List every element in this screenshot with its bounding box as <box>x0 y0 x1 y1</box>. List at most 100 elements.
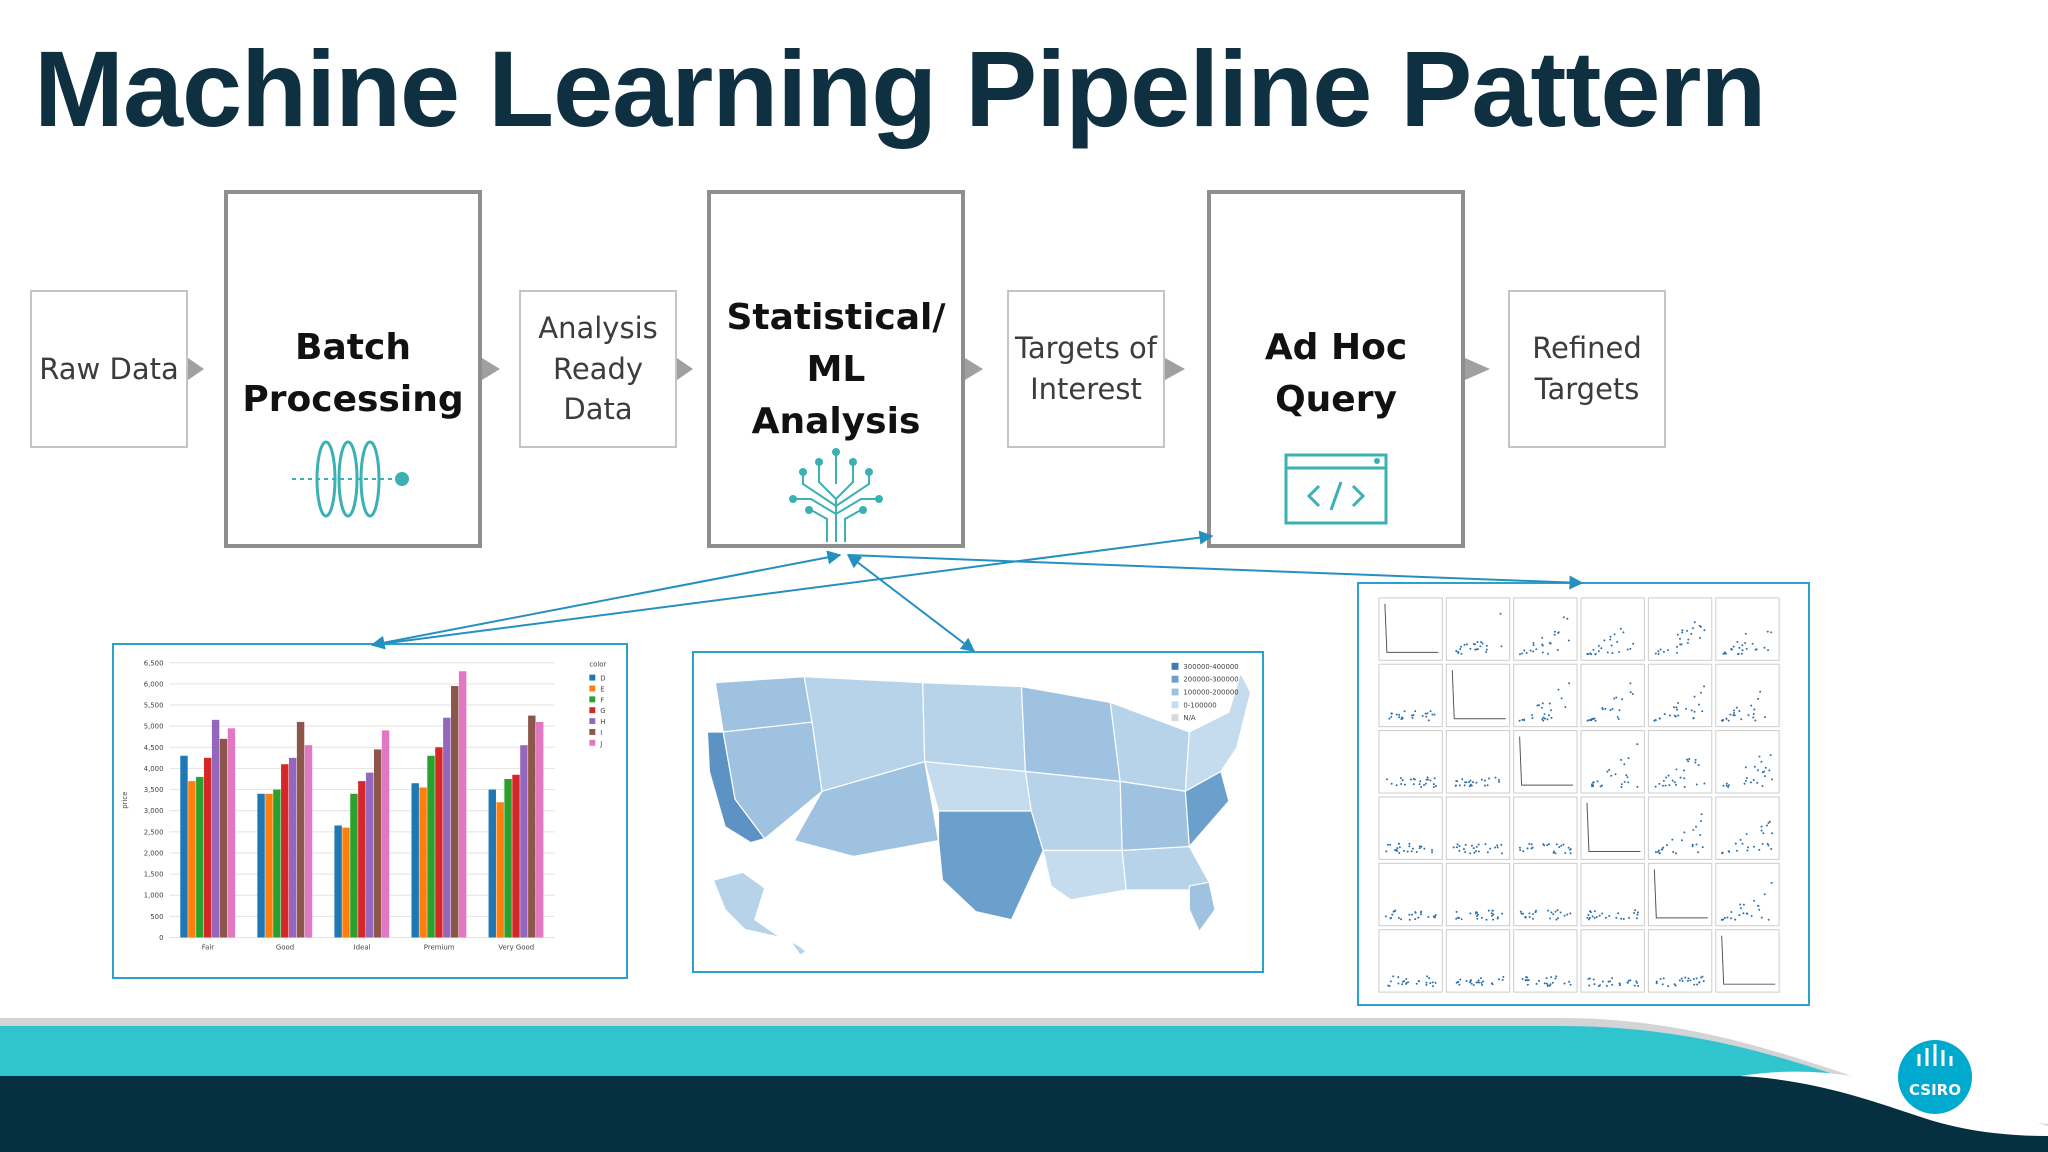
scatter-point <box>1560 844 1563 847</box>
scatter-point <box>1472 643 1475 646</box>
scatter-point <box>1671 779 1674 782</box>
scatter-point <box>1543 717 1546 720</box>
scatter-point <box>1562 616 1565 619</box>
scatter-point <box>1611 652 1614 655</box>
scatter-point <box>1494 776 1497 779</box>
scatter-matrix-chart <box>1378 597 1780 993</box>
bar <box>427 755 435 938</box>
scatter-point <box>1458 917 1461 920</box>
matrix-cell <box>1513 597 1578 661</box>
scatter-point <box>1592 785 1594 788</box>
scatter-point <box>1432 985 1435 988</box>
matrix-cell <box>1647 730 1713 794</box>
price-bar-chart: 05001,0001,5002,0002,5003,0003,5004,0004… <box>121 659 607 951</box>
scatter-point <box>1540 706 1543 709</box>
scatter-point <box>1722 652 1725 655</box>
scatter-point <box>1722 719 1725 721</box>
scatter-point <box>1673 781 1676 784</box>
scatter-point <box>1623 763 1626 766</box>
scatter-point <box>1431 981 1434 984</box>
scatter-point <box>1753 899 1756 902</box>
scatter-point <box>1690 709 1693 712</box>
scatter-point <box>1726 916 1729 919</box>
scatter-point <box>1401 980 1404 983</box>
raw-data-label: Raw Data <box>39 351 179 386</box>
scatter-point <box>1415 851 1418 854</box>
scatter-point <box>1767 649 1770 652</box>
scatter-point <box>1657 650 1660 653</box>
scatter-point <box>1414 918 1417 921</box>
scatter-point <box>1733 709 1736 712</box>
scatter-point <box>1752 779 1755 782</box>
scatter-point <box>1485 651 1488 654</box>
scatter-point <box>1546 984 1549 987</box>
scatter-point <box>1609 638 1612 641</box>
scatter-point <box>1411 716 1414 719</box>
scatter-point <box>1618 709 1621 712</box>
scatter-point <box>1534 911 1537 914</box>
scatter-point <box>1475 915 1478 918</box>
matrix-cell <box>1647 663 1713 728</box>
scatter-point <box>1400 718 1403 721</box>
scatter-point <box>1395 784 1398 787</box>
y-tick-label: 500 <box>150 913 163 921</box>
scatter-point <box>1547 909 1550 912</box>
scatter-point <box>1676 633 1679 636</box>
scatter-point <box>1499 612 1502 615</box>
scatter-point <box>1425 983 1428 986</box>
bar <box>458 671 467 938</box>
scatter-point <box>1425 715 1428 718</box>
scatter-point <box>1566 617 1569 620</box>
y-tick-label: 1,000 <box>144 892 164 900</box>
scatter-point <box>1541 651 1544 654</box>
scatter-point <box>1500 852 1503 855</box>
scatter-point <box>1723 651 1726 654</box>
scatter-point <box>1525 651 1528 654</box>
scatter-point <box>1535 909 1538 912</box>
matrix-cell <box>1513 796 1578 860</box>
scatter-point <box>1400 783 1403 785</box>
scatter-point <box>1468 981 1471 984</box>
scatter-point <box>1401 716 1404 719</box>
scatter-point <box>1617 912 1620 915</box>
scatter-point <box>1667 774 1670 777</box>
scatter-point <box>1671 838 1674 841</box>
scatter-point <box>1679 643 1682 646</box>
map-state-region <box>1188 881 1216 933</box>
scatter-point <box>1463 784 1466 787</box>
pipeline-arrow <box>482 358 500 380</box>
scatter-point <box>1475 781 1478 784</box>
scatter-point <box>1469 852 1472 855</box>
y-tick-label: 5,000 <box>144 723 164 731</box>
scatter-point <box>1742 912 1745 915</box>
y-tick-label: 3,500 <box>144 786 164 794</box>
scatter-point <box>1415 982 1418 985</box>
scatter-point <box>1701 710 1704 713</box>
scatter-point <box>1608 914 1611 917</box>
scatter-point <box>1770 631 1773 634</box>
y-tick-label: 5,500 <box>144 702 164 710</box>
scatter-point <box>1433 713 1436 716</box>
stat-ml-label-line3: Analysis <box>751 401 921 443</box>
legend-label: F <box>600 696 604 704</box>
scatter-point <box>1699 834 1702 836</box>
scatter-point <box>1563 982 1566 985</box>
scatter-point <box>1424 712 1427 715</box>
scatter-point <box>1627 757 1630 760</box>
scatter-point <box>1458 849 1461 852</box>
scatter-point <box>1662 977 1665 980</box>
scatter-point <box>1733 711 1736 714</box>
scatter-point <box>1412 778 1415 781</box>
scatter-point <box>1486 851 1489 854</box>
scatter-point <box>1703 629 1706 632</box>
scatter-point <box>1601 912 1604 915</box>
scatter-point <box>1661 848 1664 851</box>
batch-processing-box: Batch Processing <box>224 190 482 548</box>
legend-swatch <box>589 674 596 681</box>
scatter-point <box>1723 916 1726 919</box>
scatter-point <box>1426 975 1429 978</box>
scatter-point <box>1756 769 1759 772</box>
scatter-point <box>1403 710 1406 713</box>
scatter-point <box>1387 984 1390 987</box>
scatter-point <box>1528 842 1531 845</box>
